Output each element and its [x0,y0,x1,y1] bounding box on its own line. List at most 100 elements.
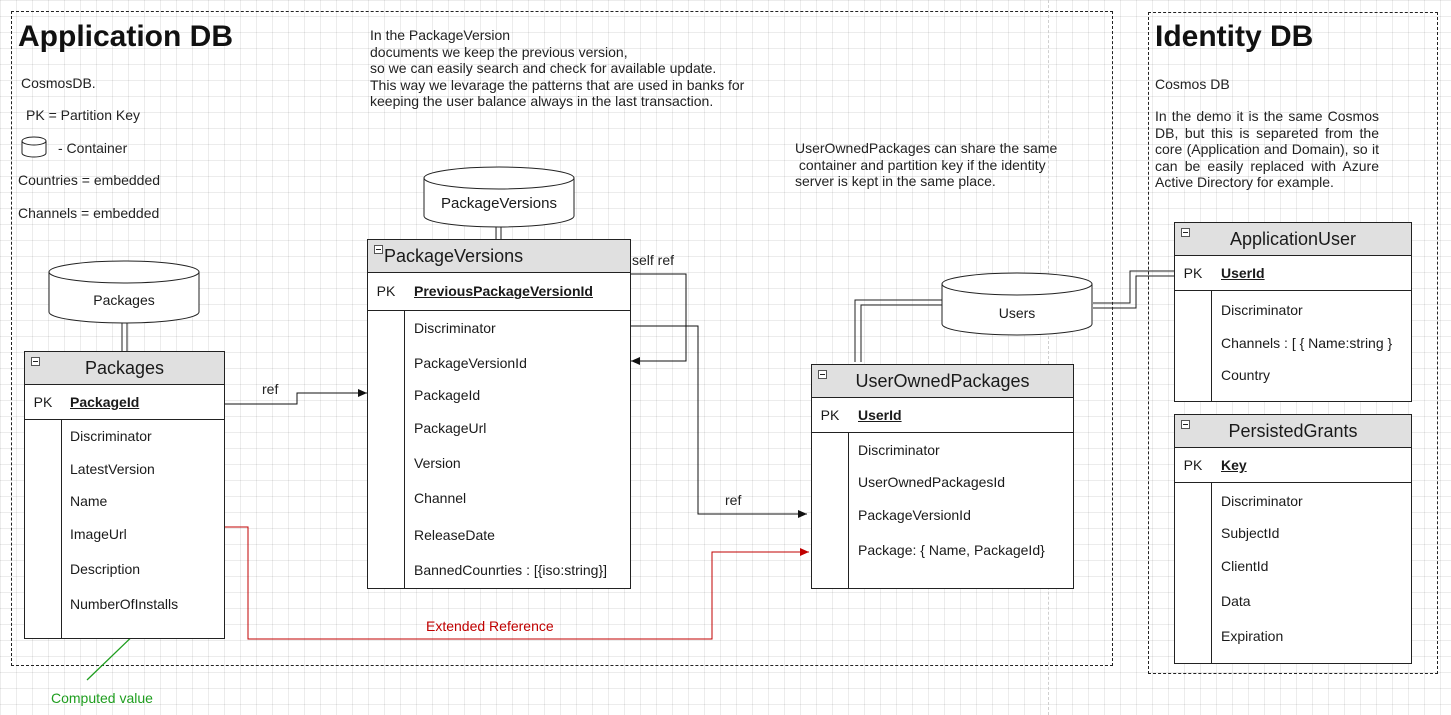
user-owned-packages-pk-field: UserId [858,407,902,423]
persisted-grants-pk-row: PK Key [1175,448,1411,483]
self-ref-label: self ref [632,252,675,268]
packages-pk-field: PackageId [70,394,140,410]
table-field: Channels : [ { Name:string } [1221,335,1393,351]
ref-user-owned-arrow [631,325,807,518]
container-legend-icon [21,136,47,158]
self-ref-arrow [631,273,687,365]
note-package-version: In the PackageVersion documents we keep … [370,27,745,109]
application-db-region [11,11,1113,666]
table-field: UserOwnedPackagesId [858,474,1006,490]
page-guide-line [1048,0,1049,715]
packages-container: Packages [48,260,200,324]
application-db-title: Application DB [18,20,233,53]
computed-value-label: Computed value [51,690,153,706]
users-container: Users [941,272,1093,336]
table-field: Country [1221,367,1271,383]
package-versions-table: PackageVersions PK PreviousPackageVersio… [367,239,631,589]
container-icon [423,166,575,228]
table-field: Discriminator [1221,493,1303,509]
table-field: ReleaseDate [414,527,495,543]
persisted-grants-pk-field: Key [1221,457,1247,473]
users-container-label: Users [998,305,1036,321]
identity-description: In the demo it is the same Cosmos DB, bu… [1155,108,1379,190]
table-field: ImageUrl [70,526,127,542]
pk-label: PK [1183,265,1203,281]
users-to-user-owned-link [854,299,942,362]
application-user-table-header: ApplicationUser [1175,223,1411,256]
extended-reference-label: Extended Reference [426,618,554,634]
packages-table-header: Packages [25,352,224,385]
persisted-grants-table-body: Discriminator SubjectId ClientId Data Ex… [1175,483,1411,663]
application-user-pk-row: PK UserId [1175,256,1411,291]
collapse-icon[interactable] [1181,420,1190,429]
collapse-icon[interactable] [818,370,827,379]
user-owned-packages-table: UserOwnedPackages PK UserId Discriminato… [811,364,1074,589]
table-field: PackageId [414,387,481,403]
legend-countries: Countries = embedded [18,172,161,188]
legend-cosmos: CosmosDB. [21,75,96,91]
legend-channels: Channels = embedded [18,205,160,221]
ref-packages-label: ref [262,381,279,397]
table-field: NumberOfInstalls [70,596,179,612]
ref-packages-arrow [225,389,367,405]
legend-container: - Container [58,140,128,156]
packages-pk-row: PK PackageId [25,385,224,420]
application-user-table-body: Discriminator Channels : [ { Name:string… [1175,291,1411,401]
collapse-icon[interactable] [1181,228,1190,237]
package-versions-container: PackageVersions [423,166,575,228]
table-field: SubjectId [1221,525,1280,541]
application-user-pk-field: UserId [1221,265,1265,281]
user-owned-packages-pk-row: PK UserId [812,398,1073,433]
table-field: Data [1221,593,1251,609]
package-versions-table-header: PackageVersions [368,240,630,273]
collapse-icon[interactable] [374,245,383,254]
packages-table-body: Discriminator LatestVersion Name ImageUr… [25,420,224,638]
container-icon [941,272,1093,336]
table-field: Discriminator [414,320,496,336]
pk-label: PK [376,283,396,299]
packages-container-label: Packages [93,292,155,308]
table-field: LatestVersion [70,461,155,477]
table-field: BannedCounrties : [{iso:string}] [414,562,608,578]
note-user-owned: UserOwnedPackages can share the same con… [795,140,1058,189]
table-field: Name [70,493,108,509]
table-field: Expiration [1221,628,1284,644]
user-owned-packages-table-name: UserOwnedPackages [855,371,1030,391]
application-user-table: ApplicationUser PK UserId Discriminator … [1174,222,1412,402]
persisted-grants-table: PersistedGrants PK Key Discriminator Sub… [1174,414,1412,664]
persisted-grants-table-header: PersistedGrants [1175,415,1411,448]
table-field: Discriminator [1221,302,1303,318]
application-user-table-name: ApplicationUser [1229,229,1357,249]
packages-container-link [121,323,128,351]
package-versions-pk-field: PreviousPackageVersionId [414,283,593,299]
identity-cosmos: Cosmos DB [1155,76,1230,92]
identity-db-title: Identity DB [1155,20,1314,53]
table-field: PackageVersionId [858,507,971,523]
package-versions-table-body: Discriminator PackageVersionId PackageId… [368,311,630,588]
legend-pk: PK = Partition Key [26,107,141,123]
container-icon [48,260,200,324]
table-field: ClientId [1221,558,1269,574]
collapse-icon[interactable] [31,357,40,366]
users-to-application-user-link [1093,270,1174,309]
persisted-grants-table-name: PersistedGrants [1228,421,1358,441]
packages-table-name: Packages [84,358,165,378]
table-field: Version [414,455,461,471]
package-versions-pk-row: PK PreviousPackageVersionId [368,273,630,311]
pk-label: PK [820,407,840,423]
packages-table: Packages PK PackageId Discriminator Late… [24,351,225,639]
extended-reference-arrow [225,526,809,640]
package-versions-container-label: PackageVersions [441,195,557,212]
pk-label: PK [1183,457,1203,473]
package-versions-container-link [495,226,502,239]
ref-user-owned-label: ref [725,492,742,508]
table-field: Discriminator [70,428,152,444]
package-versions-table-name: PackageVersions [384,246,524,266]
table-field: PackageVersionId [414,355,527,371]
table-field: PackageUrl [414,420,487,436]
table-field: Description [70,561,141,577]
table-field: Discriminator [858,442,940,458]
table-field: Package: { Name, PackageId} [858,542,1045,558]
pk-label: PK [33,394,53,410]
